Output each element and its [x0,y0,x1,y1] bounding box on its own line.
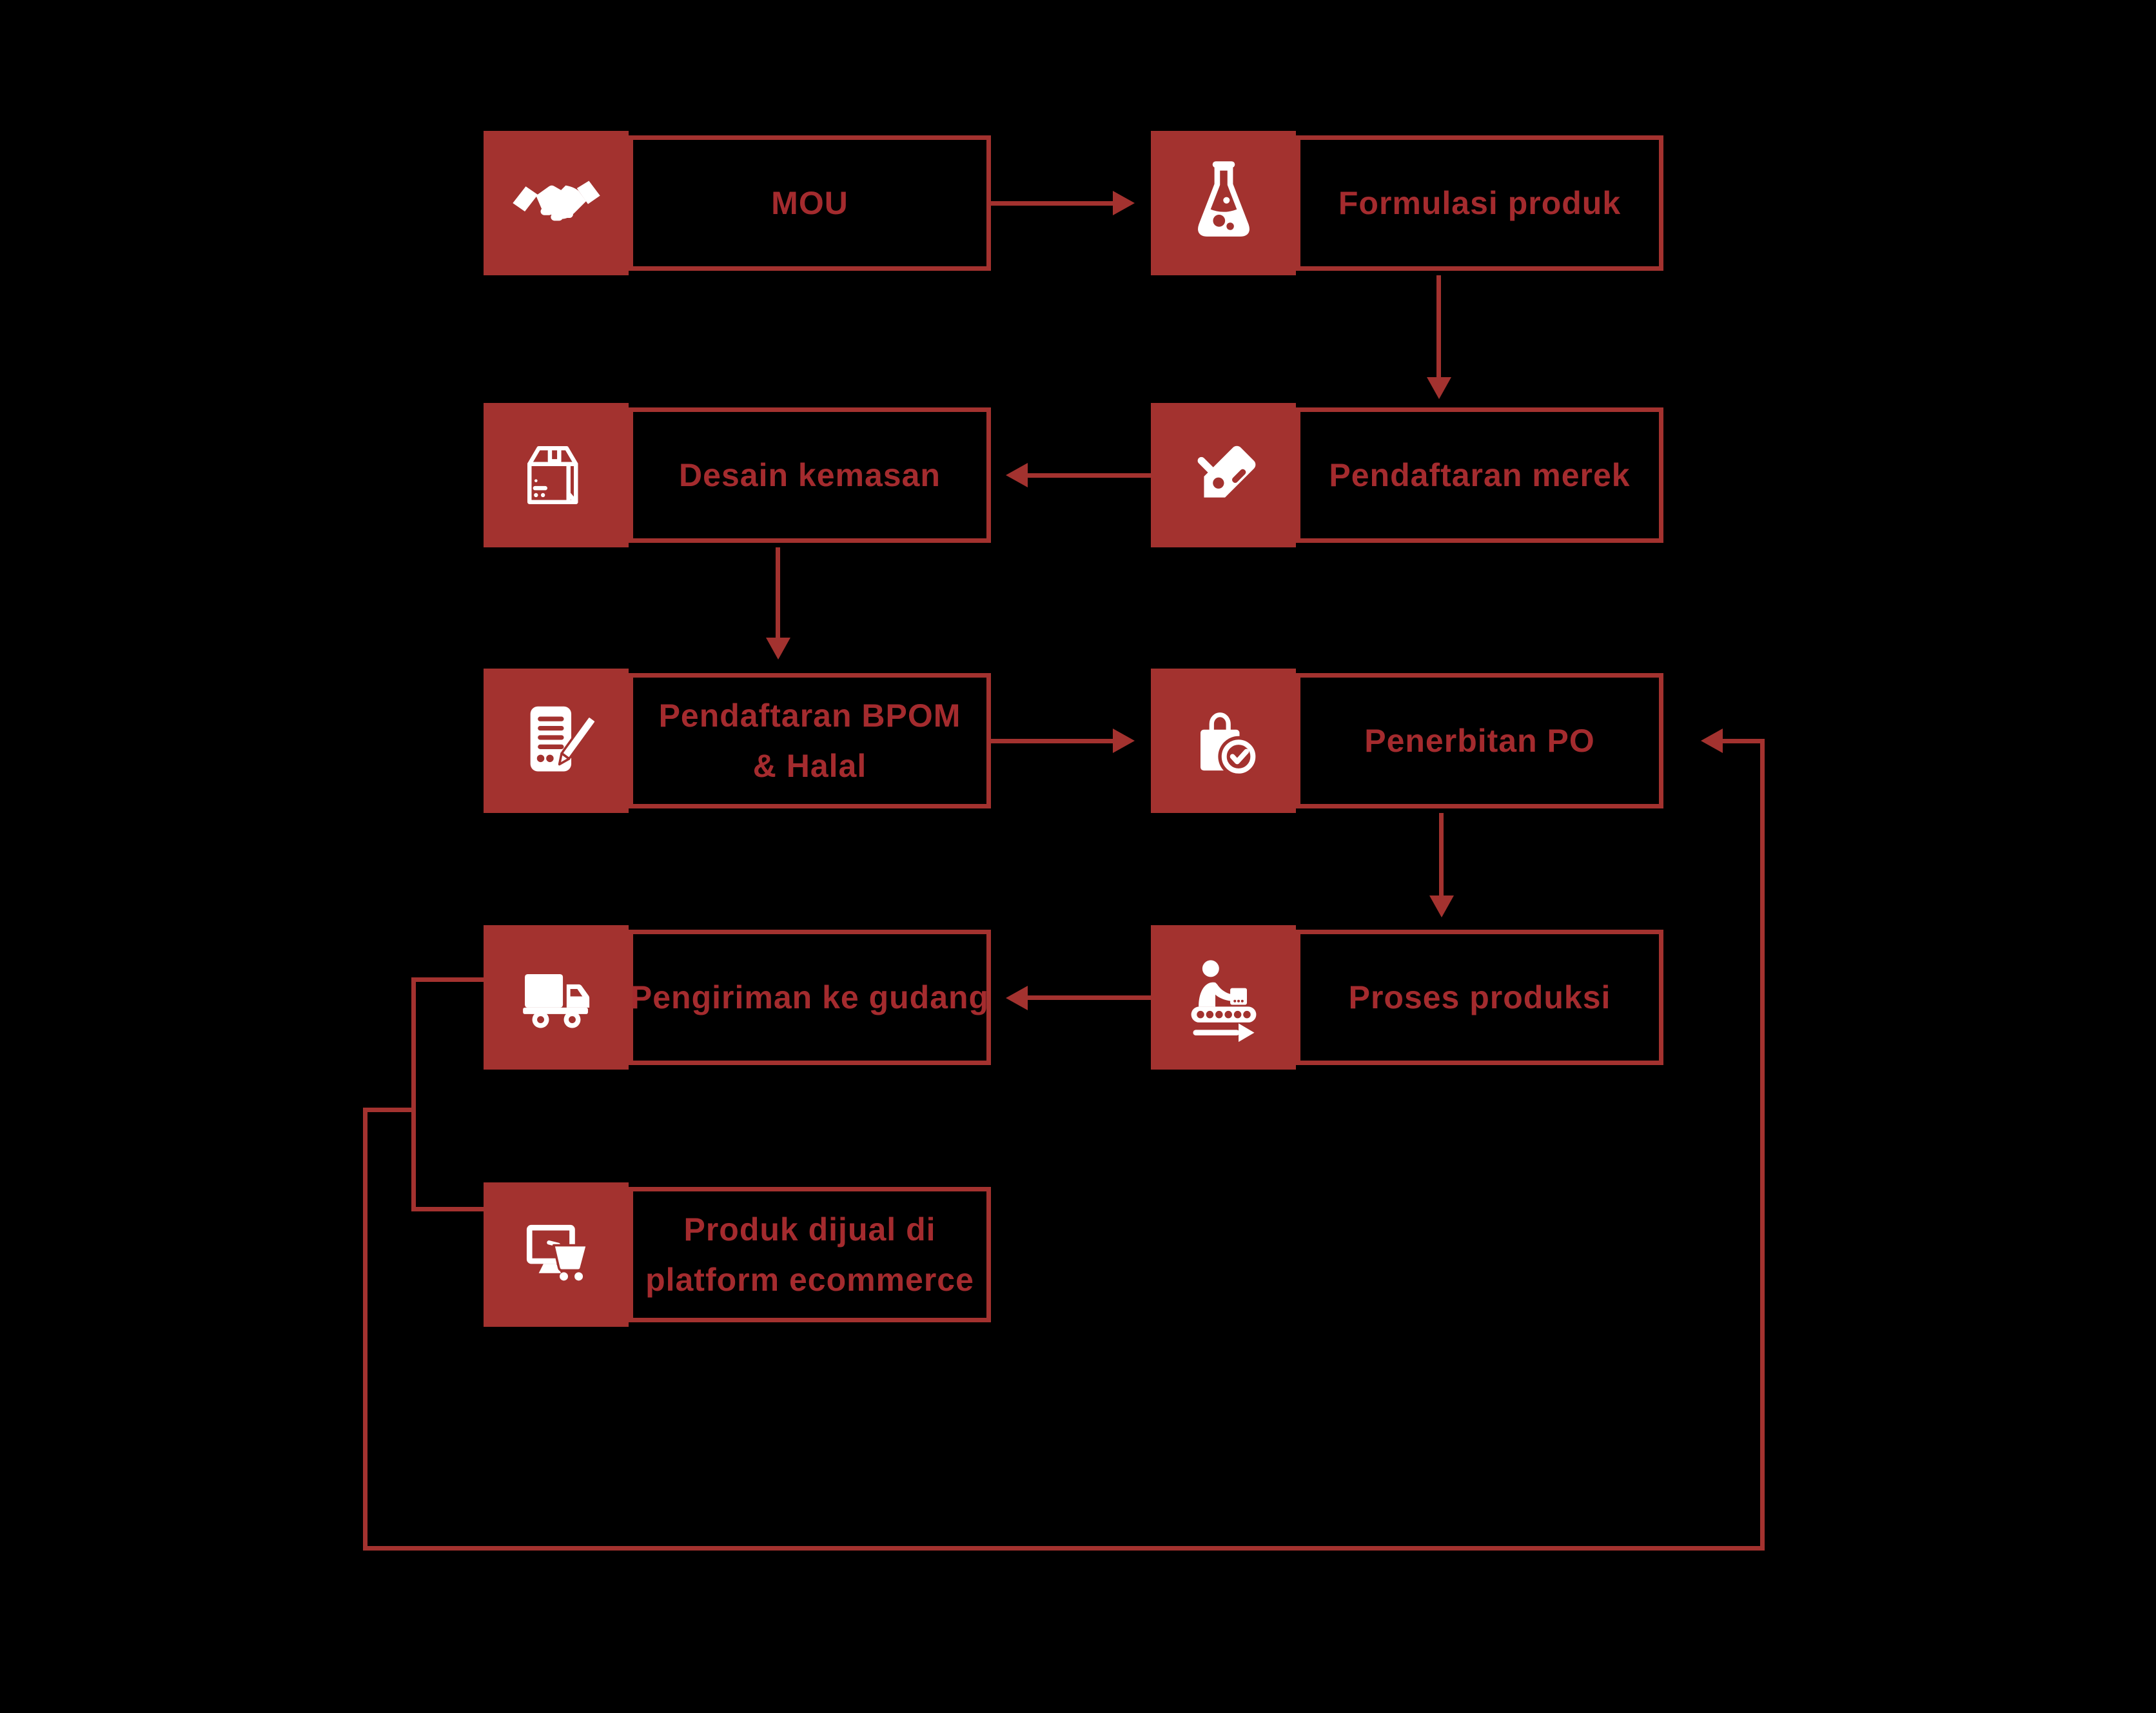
edge-loop-left-vertical-line [363,1108,368,1551]
edge-po-produksi-arrowhead [1429,896,1454,917]
price-tag-icon [1197,445,1255,498]
edge-loop-to-po-line [1723,739,1760,743]
node-pendaftaran-merek: Pendaftaran merek [1151,403,1663,547]
edge-loop-to-po-arrowhead [1701,729,1723,753]
node-label-line2: platform ecommerce [645,1262,974,1298]
edge-bpom-po-line [991,739,1113,743]
icon-tile [484,1182,629,1327]
node-label: Pendaftaran BPOM [658,698,961,734]
edge-mou-formulasi-arrowhead [1113,191,1135,215]
edge-formulasi-merek-line [1436,275,1441,377]
node-label: Formulasi produk [1338,185,1622,221]
node-label: Proses produksi [1348,979,1611,1015]
node-label-box: MOU [629,135,991,271]
node-label-box: Formulasi produk [1296,135,1663,271]
edge-merek-desain-line [1028,473,1151,478]
edge-loop-right-vertical-line [1760,739,1765,1551]
node-label: Pendaftaran merek [1329,457,1631,493]
shopping-bag-check-icon [1200,712,1259,778]
node-label-line2: & Halal [752,748,867,784]
node-label: Produk dijual di [683,1211,936,1248]
edge-produksi-gudang-arrowhead [1006,986,1028,1010]
edge-formulasi-merek-arrowhead [1427,377,1451,399]
node-label: Pengiriman ke gudang [630,979,990,1015]
edge-produksi-gudang-line [1028,995,1151,1000]
icon-tile [484,403,629,547]
edge-desain-bpom-arrowhead [766,638,790,660]
node-penerbitan-po: Penerbitan PO [1151,669,1663,813]
icon-tile [1151,131,1296,275]
document-pencil-icon [530,706,597,772]
edge-merek-desain-arrowhead [1006,463,1028,487]
edge-gudang-branch-line [411,977,484,982]
node-label-box: Penerbitan PO [1296,673,1663,808]
package-icon [527,446,578,504]
node-mou: MOU [484,131,991,275]
icon-tile [1151,403,1296,547]
truck-icon [522,974,589,1028]
icon-tile [484,925,629,1070]
node-label-box: Pendaftaran BPOM & Halal [629,673,991,808]
icon-tile [484,669,629,813]
icon-tile [484,131,629,275]
node-label-box: Pendaftaran merek [1296,407,1663,543]
node-label: Penerbitan PO [1364,723,1595,759]
production-line-icon [1191,960,1256,1042]
node-label: Desain kemasan [679,457,941,493]
node-pendaftaran-bpom-halal: Pendaftaran BPOM & Halal [484,669,991,813]
edge-desain-bpom-line [776,547,780,638]
edge-branch-vertical-line [411,977,416,1211]
node-pengiriman-ke-gudang: Pengiriman ke gudang [484,925,991,1070]
edge-loop-bottom-line [363,1546,1765,1551]
node-produk-dijual-ecommerce: Produk dijual di platform ecommerce [484,1182,991,1327]
node-formulasi-produk: Formulasi produk [1151,131,1663,275]
edge-bpom-po-arrowhead [1113,729,1135,753]
icon-tile [1151,669,1296,813]
node-label-box: Proses produksi [1296,930,1663,1065]
node-label: MOU [771,185,848,221]
node-label-box: Produk dijual di platform ecommerce [629,1187,991,1322]
node-proses-produksi: Proses produksi [1151,925,1663,1070]
node-label-box: Pengiriman ke gudang [629,930,991,1065]
edge-mou-formulasi-line [991,201,1113,206]
flask-icon [1197,161,1250,237]
edge-branch-ecommerce-line [411,1207,484,1211]
icon-tile [1151,925,1296,1070]
edge-po-produksi-line [1439,813,1444,896]
edge-loop-junction-line [363,1108,416,1112]
node-desain-kemasan: Desain kemasan [484,403,991,547]
handshake-icon [512,181,600,221]
ecommerce-cart-icon [526,1224,588,1281]
node-label-box: Desain kemasan [629,407,991,543]
